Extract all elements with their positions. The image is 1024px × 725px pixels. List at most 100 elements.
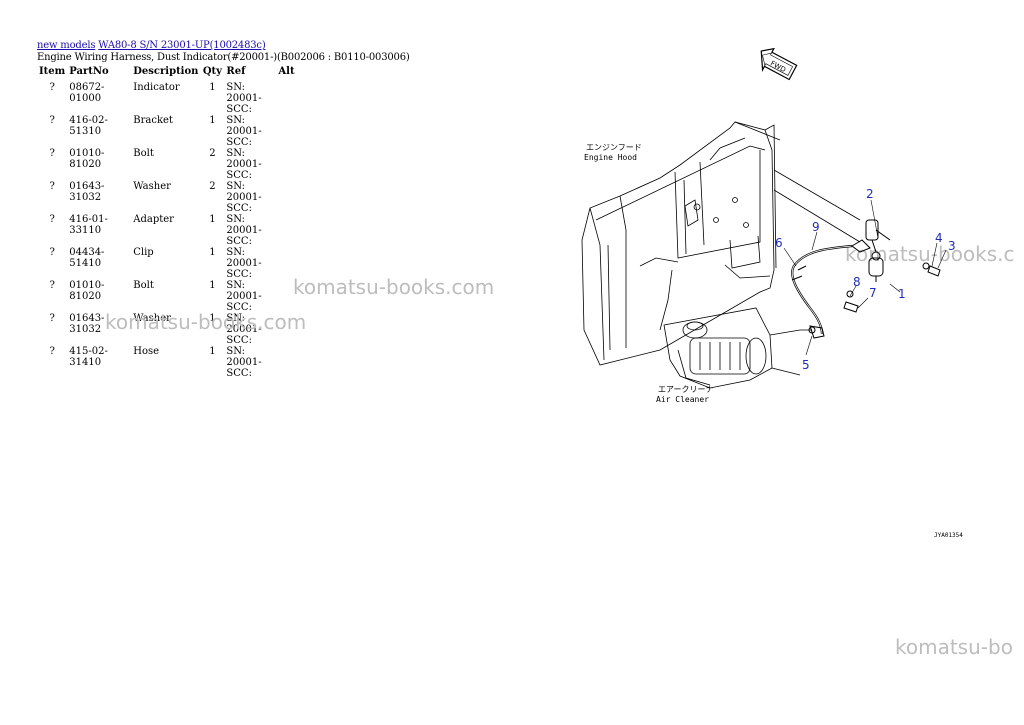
cell-description: Washer	[133, 181, 171, 192]
cell-ref: SN: 20001-SCC:	[224, 214, 276, 247]
cell-qty: 1	[209, 115, 216, 126]
hose-assembly-drawing	[791, 219, 941, 339]
header-partno: PartNo	[69, 66, 109, 77]
header-description: Description	[133, 66, 199, 77]
ref-scc: SCC:	[226, 335, 252, 346]
ref-serial: SN: 20001-	[226, 115, 262, 137]
watermark: komatsu-books.com	[105, 310, 307, 334]
cell-item: ?	[49, 181, 55, 192]
cell-alt	[276, 115, 300, 148]
cell-qty: 1	[209, 247, 216, 258]
header-item: Item	[39, 66, 66, 77]
ref-serial: SN: 20001-	[226, 214, 262, 236]
cell-item: ?	[49, 82, 55, 93]
cell-ref: SN: 20001-SCC:	[224, 82, 276, 115]
header-alt: Alt	[278, 66, 295, 77]
cell-alt	[276, 82, 300, 115]
cell-alt	[276, 181, 300, 214]
callout-7: 7	[869, 286, 877, 300]
table-row: ? 01010-81020 Bolt 2 SN: 20001-SCC:	[37, 148, 300, 181]
table-row: ? 04434-51410 Clip 1 SN: 20001-SCC:	[37, 247, 300, 280]
parts-table: Item PartNo Description Qty Ref Alt ? 086…	[37, 66, 300, 379]
table-row: ? 01010-81020 Bolt 1 SN: 20001-SCC:	[37, 280, 300, 313]
engine-hood-label-jp: エンジンフード	[586, 143, 642, 152]
table-row: ? 01643-31032 Washer 2 SN: 20001-SCC:	[37, 181, 300, 214]
cell-partno: 01643-31032	[69, 313, 105, 335]
breadcrumb: new models WA80-8 S/N 23001-UP(1002483c)	[37, 40, 266, 51]
cell-description: Bracket	[133, 115, 173, 126]
ref-scc: SCC:	[226, 236, 252, 247]
ref-scc: SCC:	[226, 302, 252, 313]
engine-hood-drawing	[581, 121, 861, 366]
cell-alt	[276, 148, 300, 181]
watermark: komatsu-books.com	[293, 275, 495, 299]
cell-ref: SN: 20001-SCC:	[224, 346, 276, 379]
watermark: komatsu-books.c	[845, 242, 1015, 266]
cell-partno: 01010-81020	[69, 148, 105, 170]
cell-item: ?	[49, 247, 55, 258]
breadcrumb-link-new-models[interactable]: new models	[37, 40, 96, 51]
callout-9: 9	[812, 220, 820, 234]
cell-item: ?	[49, 214, 55, 225]
air-cleaner-label-en: Air Cleaner	[656, 395, 709, 404]
engine-hood-label-en: Engine Hood	[584, 153, 637, 162]
air-cleaner-drawing	[663, 307, 812, 389]
cell-partno: 08672-01000	[69, 82, 105, 104]
cell-partno: 01010-81020	[69, 280, 105, 302]
cell-item: ?	[49, 280, 55, 291]
cell-qty: 2	[209, 148, 216, 159]
header-qty: Qty	[202, 66, 222, 77]
ref-scc: SCC:	[226, 368, 252, 379]
cell-partno: 04434-51410	[69, 247, 105, 269]
cell-description: Adapter	[133, 214, 174, 225]
ref-scc: SCC:	[226, 269, 252, 280]
cell-ref: SN: 20001-SCC:	[224, 247, 276, 280]
cell-item: ?	[49, 115, 55, 126]
cell-qty: 1	[209, 313, 216, 324]
breadcrumb-link-model[interactable]: WA80-8 S/N 23001-UP(1002483c)	[98, 40, 266, 51]
ref-scc: SCC:	[226, 104, 252, 115]
cell-qty: 1	[209, 214, 216, 225]
cell-item: ?	[49, 313, 55, 324]
ref-serial: SN: 20001-	[226, 346, 262, 368]
leader-lines	[783, 199, 947, 356]
cell-description: Indicator	[133, 82, 180, 93]
cell-description: Clip	[133, 247, 154, 258]
cell-partno: 415-02-31410	[69, 346, 108, 368]
ref-scc: SCC:	[226, 203, 252, 214]
cell-description: Washer	[133, 313, 171, 324]
drawing-number: JYA01354	[934, 532, 963, 539]
cell-partno: 01643-31032	[69, 181, 105, 203]
header-ref: Ref	[226, 66, 246, 77]
table-row: ? 01643-31032 Washer 1 SN: 20001-SCC:	[37, 313, 300, 346]
cell-description: Bolt	[133, 280, 154, 291]
table-header-row: Item PartNo Description Qty Ref Alt	[37, 66, 300, 82]
cell-ref: SN: 20001-SCC:	[224, 313, 276, 346]
cell-item: ?	[49, 148, 55, 159]
cell-ref: SN: 20001-SCC:	[224, 115, 276, 148]
cell-alt	[276, 214, 300, 247]
cell-ref: SN: 20001-SCC:	[224, 148, 276, 181]
callout-8: 8	[853, 275, 861, 289]
watermark: komatsu-bo	[895, 635, 1013, 659]
cell-qty: 2	[209, 181, 216, 192]
callout-4: 4	[935, 231, 943, 245]
ref-serial: SN: 20001-	[226, 82, 262, 104]
cell-item: ?	[49, 346, 55, 357]
callout-2: 2	[866, 187, 874, 201]
cell-qty: 1	[209, 280, 216, 291]
ref-serial: SN: 20001-	[226, 280, 262, 302]
callout-5: 5	[802, 358, 810, 372]
ref-serial: SN: 20001-	[226, 247, 262, 269]
cell-qty: 1	[209, 346, 216, 357]
ref-scc: SCC:	[226, 170, 252, 181]
ref-serial: SN: 20001-	[226, 181, 262, 203]
callout-6: 6	[775, 236, 783, 250]
callout-1: 1	[898, 287, 906, 301]
cell-description: Bolt	[133, 148, 154, 159]
parts-diagram: FWD	[581, 47, 963, 539]
